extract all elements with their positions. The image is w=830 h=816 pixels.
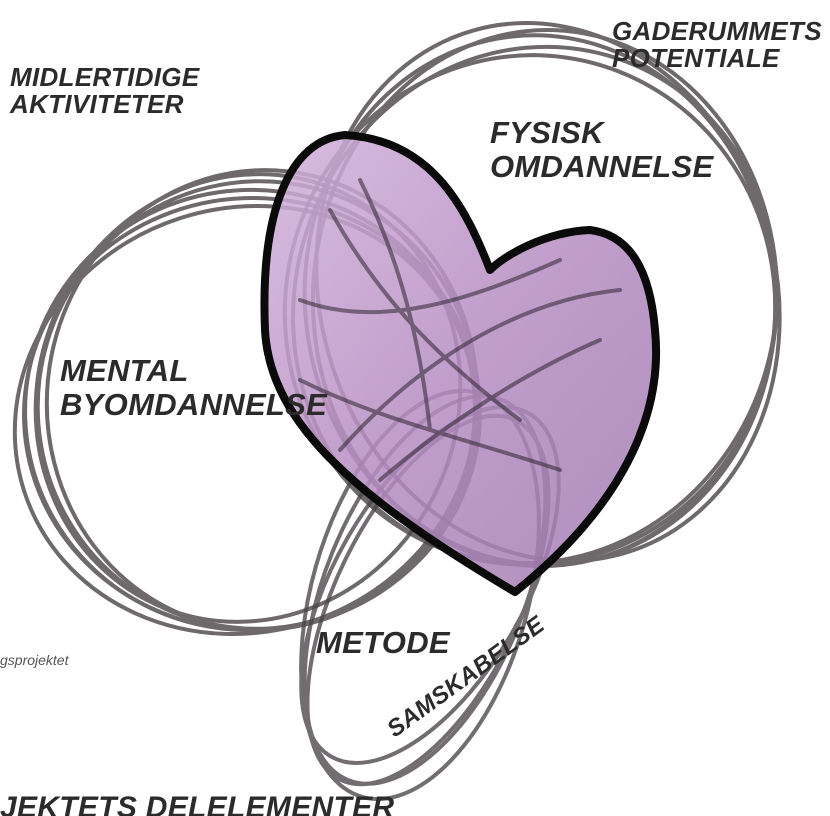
label-metode: METODE [316,626,450,660]
side-caption-partial: gsprojektet [0,652,68,668]
label-mental-byomdannelse: MENTAL BYOMDANNELSE [60,354,327,422]
label-mental-line2: BYOMDANNELSE [60,388,327,422]
label-gaderummets-line2: POTENTIALE [612,45,822,72]
label-gaderummets-potentiale: GADERUMMETS POTENTIALE [612,18,822,72]
footer-title-partial: JEKTETS DELELEMENTER [0,792,394,816]
label-midlertidige-line2: AKTIVITETER [10,91,199,118]
label-fysisk-omdannelse: FYSISK OMDANNELSE [490,116,713,184]
label-mental-line1: MENTAL [60,354,327,388]
label-midlertidige-line1: MIDLERTIDIGE [10,64,199,91]
label-fysisk-line1: FYSISK [490,116,713,150]
label-midlertidige-aktiviteter: MIDLERTIDIGE AKTIVITETER [10,64,199,118]
label-fysisk-line2: OMDANNELSE [490,150,713,184]
label-gaderummets-line1: GADERUMMETS [612,18,822,45]
